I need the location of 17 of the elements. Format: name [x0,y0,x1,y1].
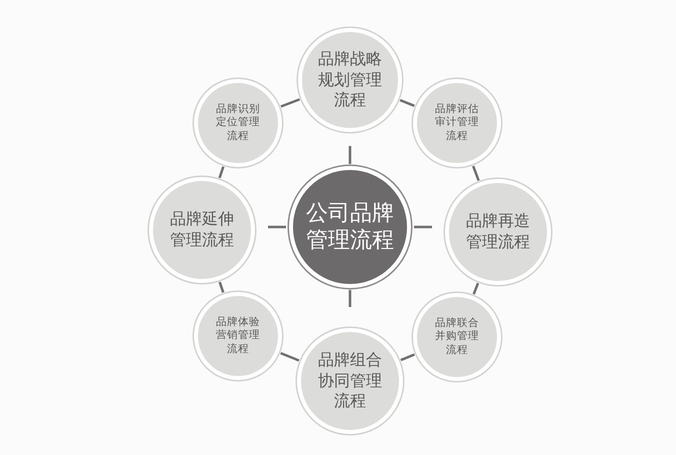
node-label: 品牌再造管理流程 [464,211,531,253]
connector-line [400,98,415,107]
connector-line [280,98,300,108]
node-label: 品牌评估审计管理流程 [434,102,480,144]
node-label: 品牌识别定位管理流程 [216,102,260,144]
node-label: 公司品牌管理流程 [304,200,395,254]
connector-line [280,352,300,362]
connector-line [472,166,480,181]
node-label: 品牌战略规划管理流程 [316,48,383,112]
connector-line [400,353,415,362]
node-label: 品牌组合协同管理流程 [316,350,383,412]
node-label: 品牌联合并购管理流程 [434,316,480,358]
connector-line [218,282,224,293]
node-label: 品牌体验营销管理流程 [216,316,260,356]
connector-line [218,166,225,178]
connector-line [472,282,480,295]
node-label: 品牌延伸管理流程 [168,209,235,251]
